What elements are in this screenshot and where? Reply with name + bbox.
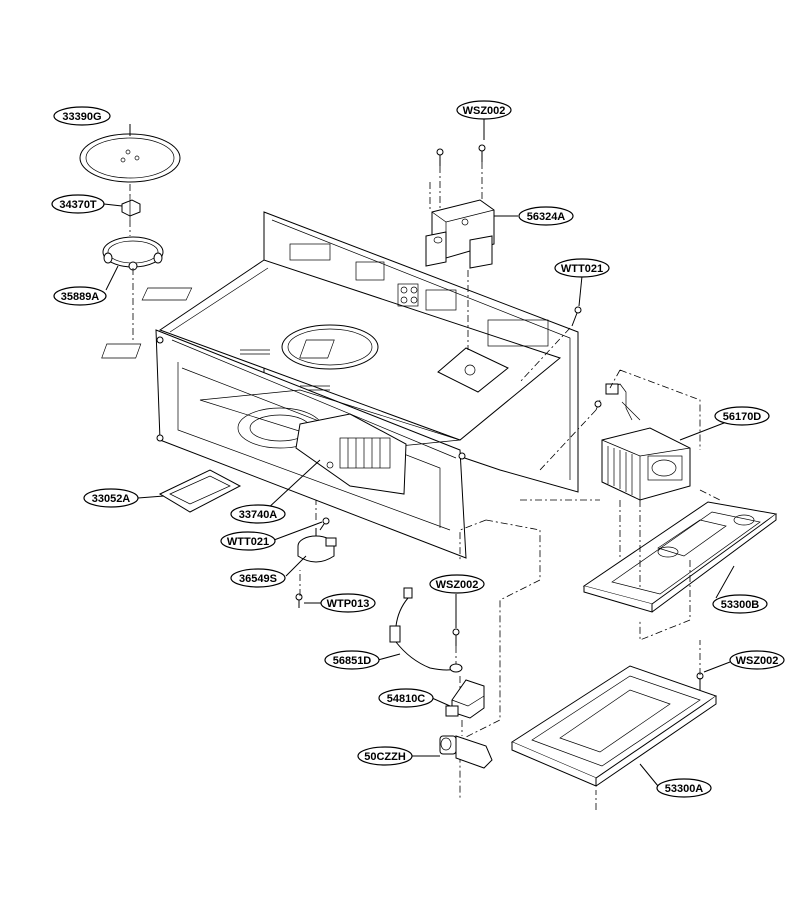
part-label-56170D: 56170D	[714, 406, 770, 426]
svg-text:54810C: 54810C	[387, 693, 426, 705]
part-label-56324A: 56324A	[518, 206, 574, 226]
svg-text:34370T: 34370T	[59, 199, 97, 211]
part-label-WSZ002-right: WSZ002	[729, 650, 785, 670]
svg-text:WTP013: WTP013	[327, 598, 370, 610]
svg-text:33740A: 33740A	[239, 509, 278, 521]
roller-ring-drawing	[102, 236, 164, 271]
part-label-WTT021-lower: WTT021	[220, 531, 276, 551]
magnetron-drawing	[425, 199, 495, 269]
part-label-50CZZH: 50CZZH	[357, 746, 413, 766]
part-label-53300A: 53300A	[656, 778, 712, 798]
svg-text:56170D: 56170D	[723, 411, 762, 423]
part-label-WSZ002-top: WSZ002	[456, 100, 512, 120]
bottom-plate-b-drawing	[582, 501, 778, 613]
svg-text:53300A: 53300A	[665, 783, 704, 795]
part-label-WSZ002-middle: WSZ002	[429, 574, 485, 594]
part-label-36549S: 36549S	[230, 568, 286, 588]
svg-text:WTT021: WTT021	[561, 263, 603, 275]
screw-wtt021-upper	[571, 306, 582, 327]
svg-text:WSZ002: WSZ002	[736, 655, 779, 667]
part-label-33740A: 33740A	[230, 504, 286, 524]
svg-text:56324A: 56324A	[527, 211, 566, 223]
glass-tray-drawing	[79, 133, 181, 183]
part-label-WTT021-upper: WTT021	[554, 258, 610, 278]
svg-text:WTT021: WTT021	[227, 536, 269, 548]
part-label-35889A: 35889A	[53, 286, 107, 306]
waveguide-cover-drawing	[158, 469, 242, 513]
transformer-drawing	[601, 383, 691, 501]
screw-wtt021-lower	[319, 517, 330, 531]
bottom-cover-a-drawing	[510, 665, 718, 787]
svg-text:35889A: 35889A	[61, 291, 100, 303]
control-bracket-drawing	[295, 413, 407, 495]
turntable-coupler-drawing	[121, 196, 141, 220]
part-label-54810C: 54810C	[378, 688, 434, 708]
svg-text:33052A: 33052A	[92, 493, 131, 505]
screw-wsz002-middle	[452, 628, 460, 646]
part-label-WTP013: WTP013	[320, 593, 376, 613]
part-label-53300B: 53300B	[712, 594, 768, 614]
svg-text:WSZ002: WSZ002	[436, 579, 479, 591]
part-label-56851D: 56851D	[324, 650, 380, 670]
part-label-34370T: 34370T	[51, 194, 105, 214]
part-label-33390G: 33390G	[53, 106, 111, 126]
lamp-holder-drawing	[445, 679, 485, 719]
svg-text:33390G: 33390G	[62, 111, 101, 123]
magnetron-screws-drawing	[436, 144, 486, 166]
magnetron-seat-drawing	[437, 347, 509, 393]
screw-wtp013	[295, 593, 303, 608]
svg-text:53300B: 53300B	[721, 599, 760, 611]
lamp-drawing	[439, 735, 493, 769]
oven-cavity-drawing	[101, 211, 579, 559]
wire-harness-drawing	[389, 587, 463, 673]
leader-lines	[103, 118, 743, 787]
svg-text:WSZ002: WSZ002	[463, 105, 506, 117]
part-label-33052A: 33052A	[83, 488, 139, 508]
svg-text:36549S: 36549S	[239, 573, 277, 585]
svg-text:50CZZH: 50CZZH	[364, 751, 406, 763]
svg-text:56851D: 56851D	[333, 655, 372, 667]
turntable-motor-drawing	[297, 528, 337, 563]
